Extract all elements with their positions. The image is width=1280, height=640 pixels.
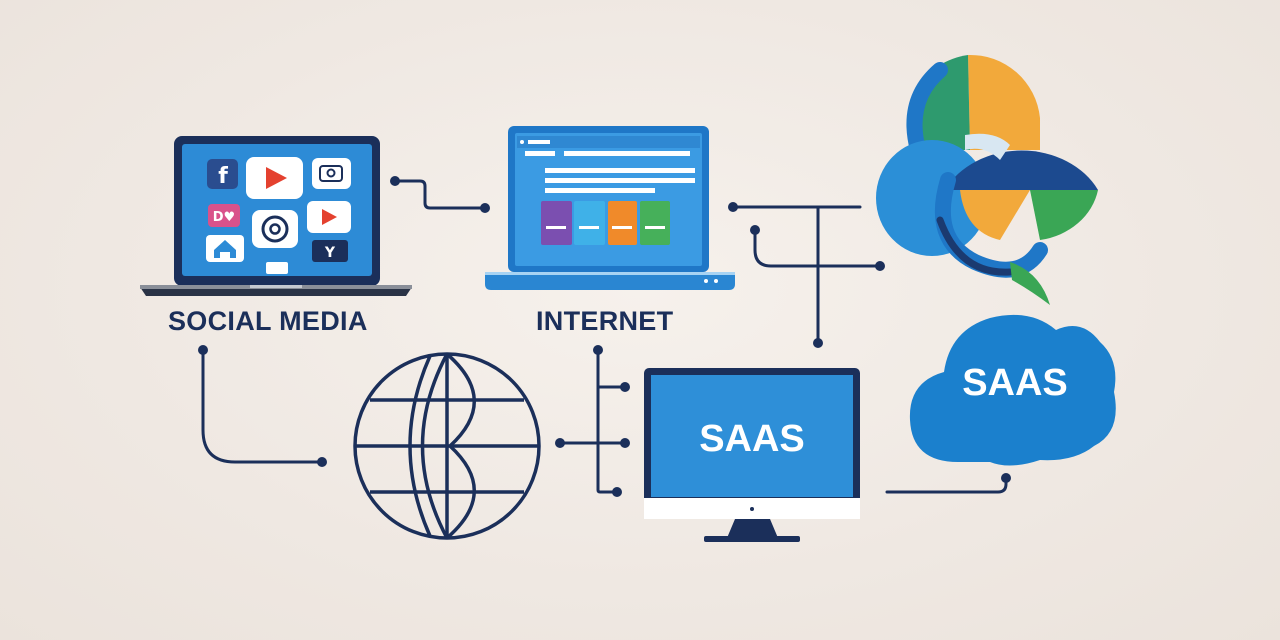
camera-icon: [312, 158, 351, 189]
monitor-saas-text: SAAS: [699, 418, 805, 460]
internet-label: INTERNET: [536, 306, 674, 336]
svg-text:Y: Y: [324, 245, 336, 261]
facebook-icon: f: [207, 159, 238, 189]
cloud-saas-text: SAAS: [962, 362, 1068, 404]
internet-laptop-icon: [485, 126, 735, 290]
connector-internet-to-monitor: [596, 348, 619, 494]
at-sign-icon: [252, 210, 298, 248]
desktop-monitor-icon: [644, 368, 860, 542]
home-icon: [206, 235, 244, 262]
globe-icon: [353, 352, 541, 540]
small-app-icon: [266, 262, 288, 274]
connector-lines: [201, 179, 1008, 494]
laptop-icon: f D♥ Y: [140, 136, 412, 296]
social-media-label: SOCIAL MEDIA: [168, 306, 368, 336]
pie-logo-icon: [876, 54, 1098, 305]
svg-text:D♥: D♥: [213, 210, 235, 225]
play-button-icon: [307, 201, 351, 233]
connector-branch-right: [753, 228, 882, 268]
connector-social-to-globe: [201, 348, 324, 464]
connector-dots: [198, 176, 1011, 497]
svg-text:f: f: [218, 164, 228, 189]
connector-social-to-internet: [393, 179, 487, 210]
music-icon: D♥: [208, 204, 240, 227]
youtube-icon: [246, 157, 303, 199]
cloud-icon: [909, 314, 1116, 466]
network-icon: Y: [312, 240, 348, 262]
connector-monitor-to-cloud: [885, 476, 1008, 494]
